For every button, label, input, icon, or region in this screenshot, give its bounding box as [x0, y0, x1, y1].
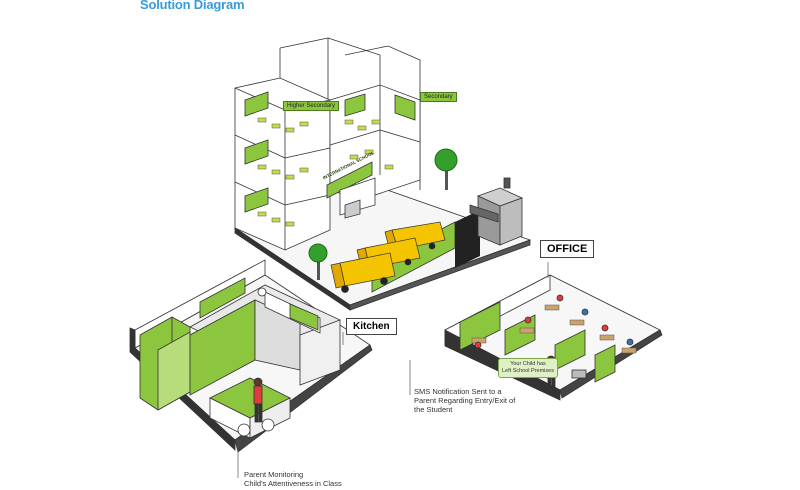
kitchen-caption-line-2: Child's Attentiveness in Class	[244, 479, 342, 488]
guard-booth	[470, 178, 522, 245]
camera-icon	[504, 178, 510, 188]
kitchen-label: Kitchen	[346, 318, 397, 335]
office-caption-line-2: Parent Regarding Entry/Exit of	[414, 396, 515, 405]
office-caption: SMS Notification Sent to a Parent Regard…	[414, 387, 515, 414]
notification-line-1: Your Child has	[502, 361, 554, 368]
office-caption-line-1: SMS Notification Sent to a	[414, 387, 515, 396]
kitchen-caption-line-1: Parent Monitoring	[244, 470, 342, 479]
tree-icon	[435, 149, 457, 190]
office-caption-line-3: the Student	[414, 405, 515, 414]
notification-bubble: Your Child has Left School Premises	[498, 358, 558, 378]
parent-figure	[254, 378, 262, 422]
office-label: OFFICE	[540, 240, 594, 258]
printer-icon	[572, 370, 586, 378]
notification-line-2: Left School Premises	[502, 368, 554, 375]
tag-secondary: Secondary	[420, 92, 457, 102]
office-room	[445, 275, 662, 400]
tag-higher-secondary: Higher Secondary	[283, 101, 339, 111]
kitchen-caption: Parent Monitoring Child's Attentiveness …	[244, 470, 342, 488]
